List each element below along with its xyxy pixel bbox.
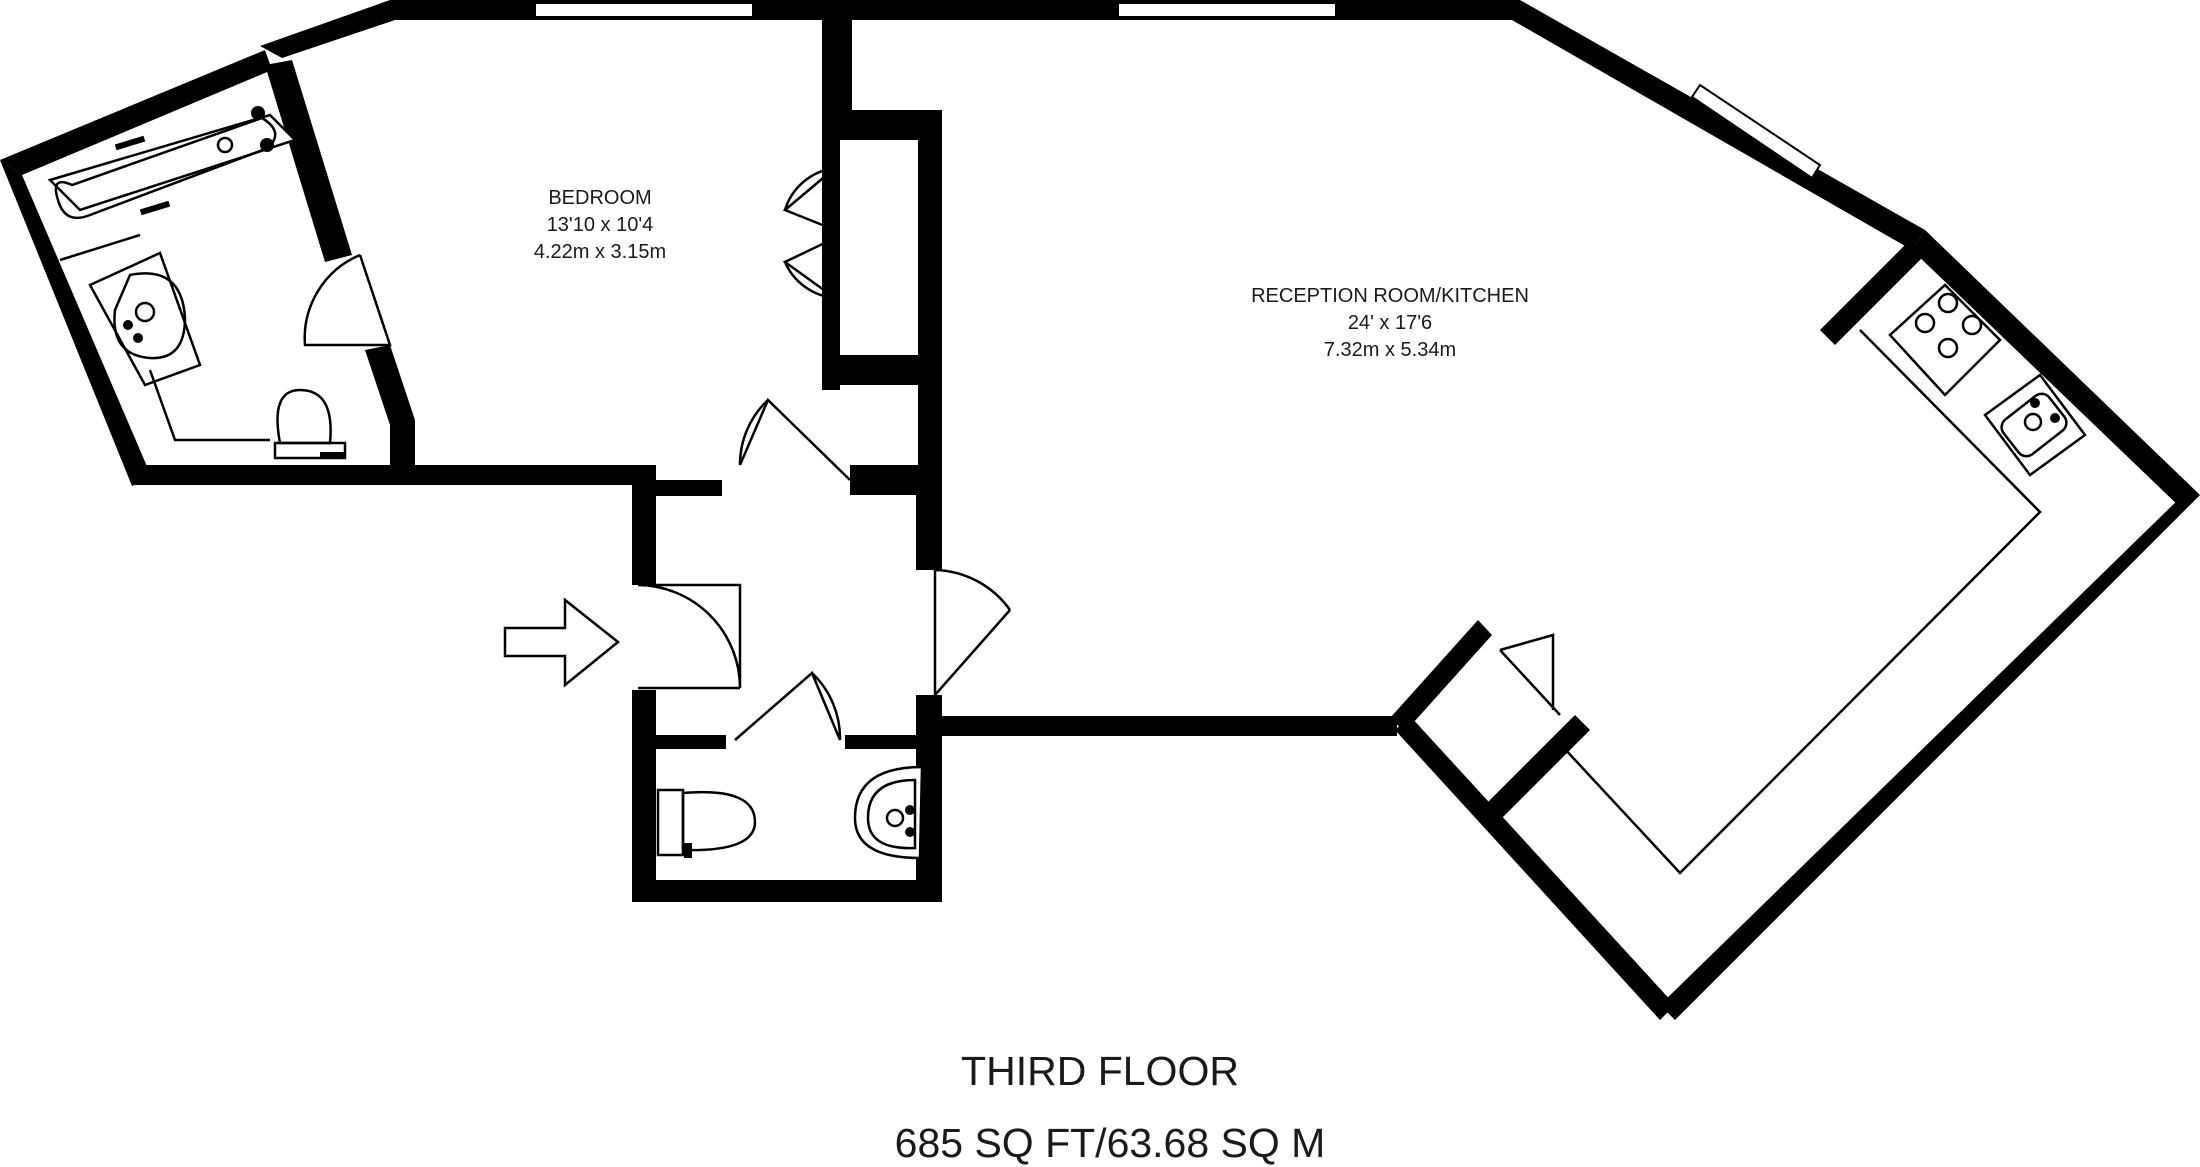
- wall-store-upper: [1390, 620, 1492, 732]
- door-cupboard-lower: [782, 236, 836, 300]
- reception-label: RECEPTION ROOM/KITCHEN 24' x 17'6 7.32m …: [1200, 283, 1580, 364]
- wall-cupboard-left: [822, 140, 840, 390]
- door-store: [1499, 633, 1561, 716]
- windows: [534, 2, 1822, 180]
- wall-wc-top: [656, 735, 726, 749]
- floor-name: THIRD FLOOR: [961, 1048, 1239, 1094]
- basin-icon: [88, 251, 202, 387]
- wall-hall-left-lower: [632, 690, 656, 900]
- wall-cupboard-right: [918, 110, 942, 480]
- kitchen-counter: [1562, 329, 2042, 875]
- reception-name: RECEPTION ROOM/KITCHEN: [1251, 285, 1529, 307]
- bedroom-name: BEDROOM: [548, 187, 652, 209]
- hob-icon: [1888, 283, 2002, 397]
- bedroom-imperial: 13'10 x 10'4: [546, 214, 654, 236]
- toilet-icon: [273, 388, 347, 460]
- wall-bath-left: [0, 160, 152, 486]
- wall-hall-right: [916, 480, 942, 570]
- wall-bed-bottom: [132, 465, 642, 485]
- door-entrance: [637, 583, 742, 689]
- wall-top: [260, 0, 1925, 250]
- wall-bed-rec-top: [822, 20, 852, 110]
- window-reception-top: [1117, 2, 1337, 18]
- kitchen-sink-icon: [1983, 373, 2087, 477]
- wall-cupboard-bottom: [822, 355, 942, 385]
- wall-rec-bottom: [942, 716, 1397, 736]
- wall-hall-top: [632, 480, 722, 496]
- wall-kitchen-stub: [1820, 240, 1925, 345]
- walls: [0, 0, 2200, 1020]
- door-cupboard-upper: [782, 166, 836, 232]
- wall-wc-bottom: [632, 880, 942, 902]
- floor-area: 685 SQ FT/63.68 SQ M: [894, 1120, 1326, 1166]
- reception-metric: 7.32m x 5.34m: [1323, 339, 1457, 361]
- wall-right-lower: [1660, 495, 2200, 1020]
- door-bathroom: [303, 253, 392, 347]
- door-hall-bedroom: [738, 397, 851, 481]
- bedroom-label: BEDROOM 13'10 x 10'4 4.22m x 3.15m: [520, 185, 680, 266]
- wall-bath-top: [0, 50, 272, 175]
- bath-outline: [59, 233, 141, 262]
- toilet-icon: [656, 788, 757, 858]
- shower-outline: [148, 369, 270, 442]
- wall-bath-bed: [265, 60, 352, 262]
- wall-store-lower: [1485, 715, 1590, 820]
- window-bedroom: [534, 2, 754, 18]
- reception-imperial: 24' x 17'6: [1347, 312, 1433, 334]
- wall-bath-bed-lower: [365, 345, 415, 465]
- door-hall-wc: [734, 670, 842, 741]
- doors: [303, 166, 1561, 741]
- bedroom-metric: 4.22m x 3.15m: [533, 241, 667, 263]
- wall-bottom-diag: [1395, 716, 1675, 1020]
- bath-icon: [47, 106, 298, 220]
- wall-wc-top-right: [845, 735, 925, 749]
- window-reception-diag: [1690, 83, 1822, 180]
- door-hall-reception: [933, 568, 1012, 699]
- wall-right-upper: [1912, 230, 2200, 510]
- entrance-arrow-icon: [503, 597, 620, 688]
- basin-icon: [853, 765, 924, 860]
